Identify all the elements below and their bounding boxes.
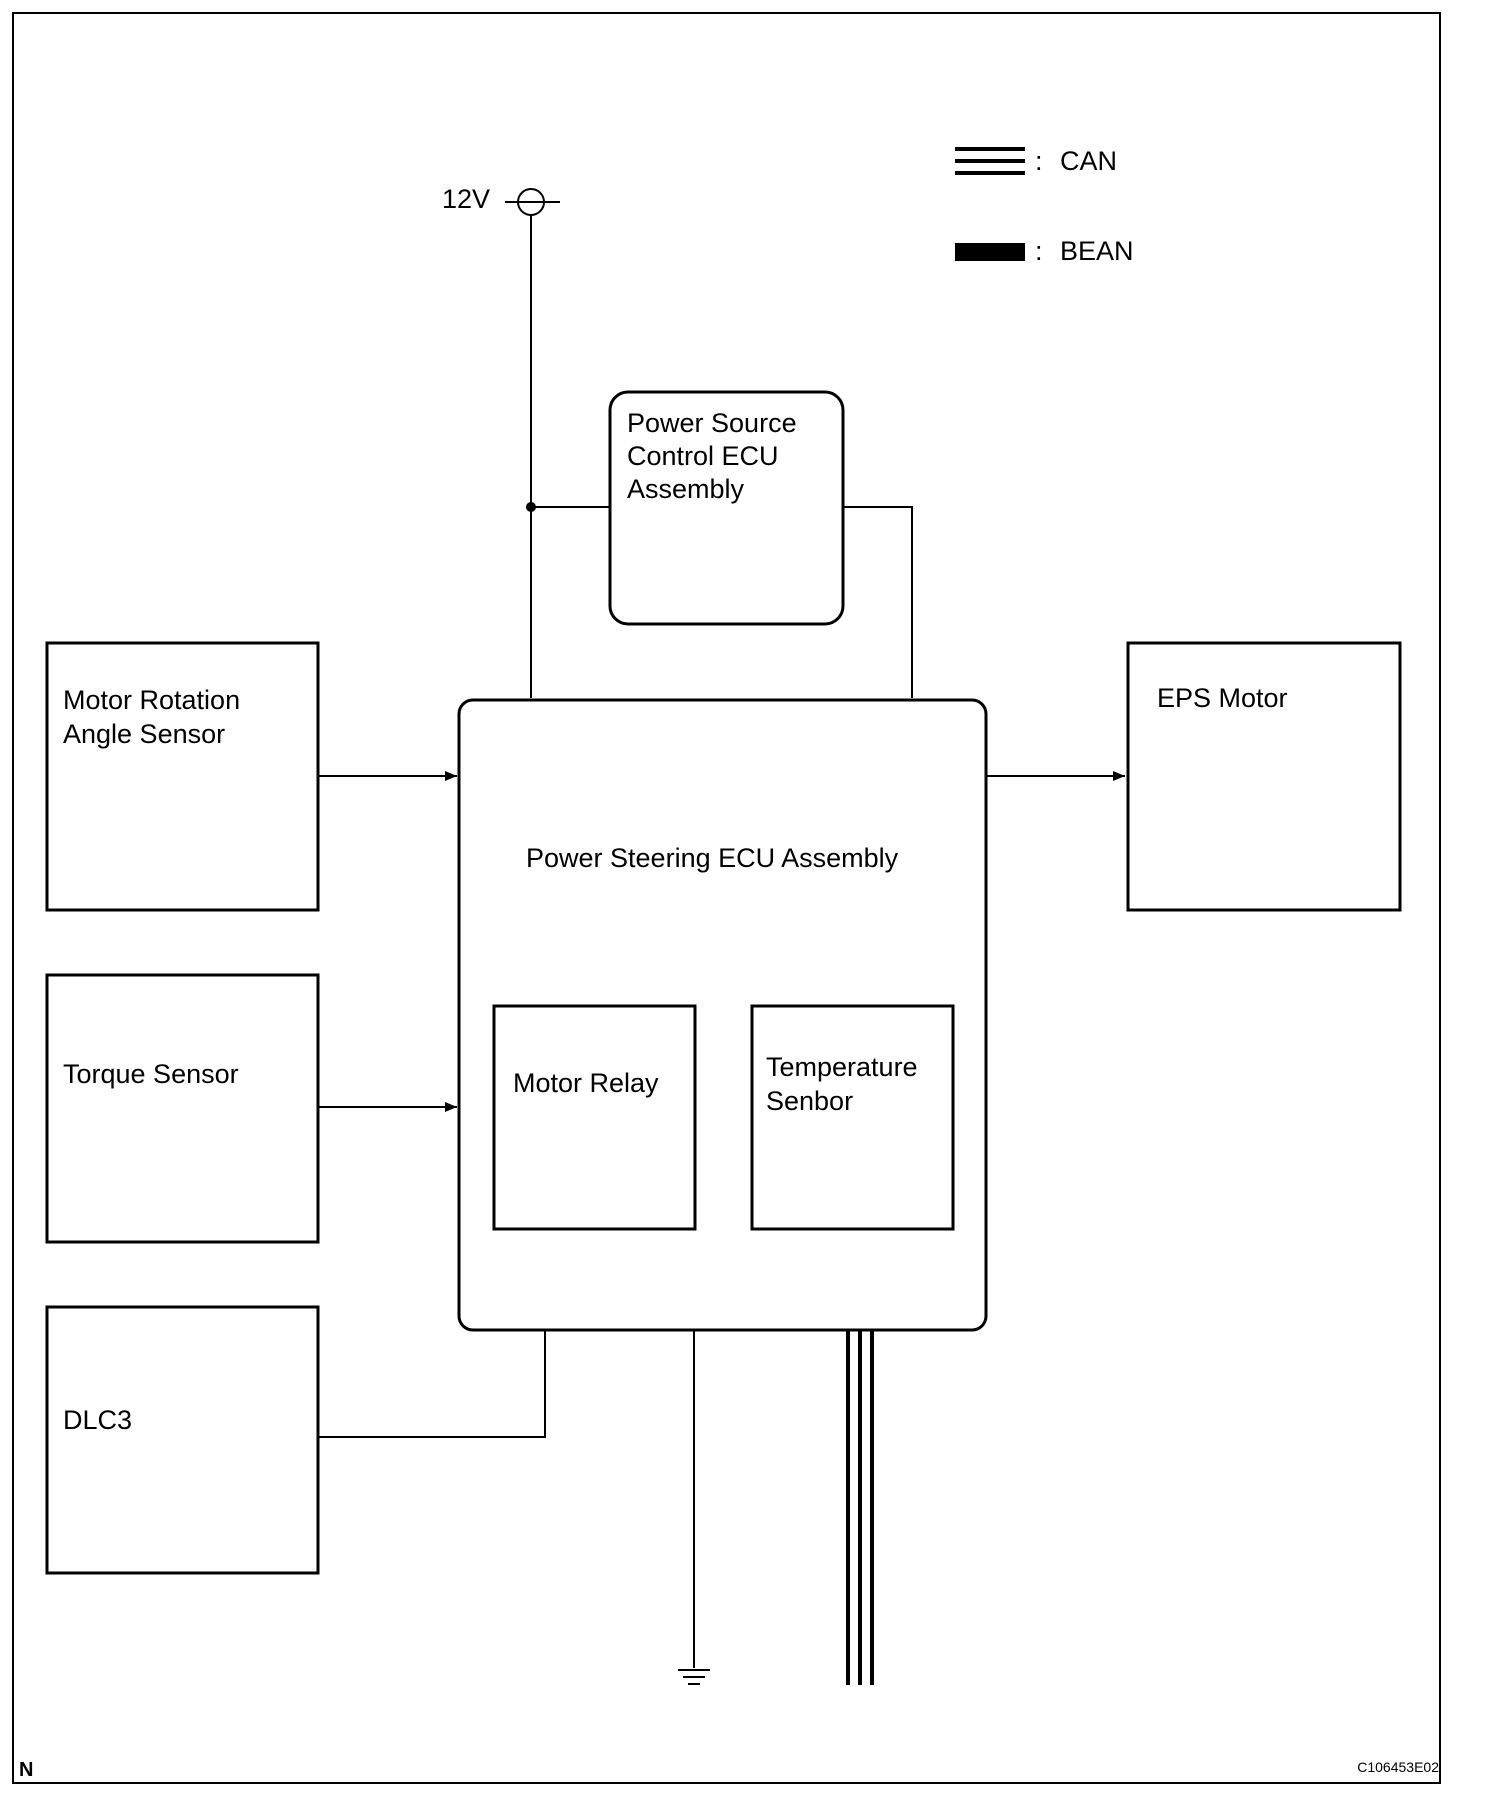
bean-legend-label: BEAN	[1060, 236, 1134, 266]
power-source-ecu-label-line3: Assembly	[627, 474, 745, 504]
power-source-12v: 12V	[442, 184, 560, 216]
ground-icon	[678, 1669, 710, 1685]
power-steering-ecu-label: Power Steering ECU Assembly	[526, 843, 899, 873]
power-source-control-ecu-box: Power Source Control ECU Assembly	[608, 390, 845, 626]
bean-line-symbol	[955, 243, 1025, 261]
torque-sensor-box: Torque Sensor	[45, 973, 320, 1244]
corner-mark: N	[19, 1759, 33, 1781]
temperature-sensor-box: Temperature Senbor	[750, 1004, 955, 1231]
eps-motor-box: EPS Motor	[1126, 641, 1402, 912]
temperature-sensor-label-line1: Temperature	[766, 1052, 918, 1082]
source-ecu-to-steering-ecu-wire	[843, 506, 913, 698]
motor-rotation-angle-sensor-box: Motor Rotation Angle Sensor	[45, 641, 320, 912]
can-line-symbol	[955, 147, 1025, 175]
temperature-sensor-label-line2: Senbor	[766, 1086, 853, 1116]
power-source-ecu-label-line1: Power Source	[627, 408, 797, 438]
eps-motor-label: EPS Motor	[1157, 683, 1288, 713]
legend: : CAN : BEAN	[955, 146, 1134, 266]
motor-relay-label: Motor Relay	[513, 1068, 659, 1098]
motor-rotation-sensor-label-line2: Angle Sensor	[63, 719, 225, 749]
torque-sensor-label: Torque Sensor	[63, 1059, 239, 1089]
motor-rotation-sensor-label-line1: Motor Rotation	[63, 685, 240, 715]
can-bus-lines	[846, 1330, 874, 1685]
diagram-frame	[12, 12, 1441, 1784]
figure-code: C106453E02	[1357, 1759, 1439, 1775]
dlc3-label: DLC3	[63, 1405, 132, 1435]
dlc3-wire	[318, 1330, 546, 1438]
power-source-ecu-label-line2: Control ECU	[627, 441, 779, 471]
can-legend-separator: :	[1035, 146, 1043, 176]
power-label: 12V	[442, 184, 490, 214]
can-legend-label: CAN	[1060, 146, 1117, 176]
motor-relay-box: Motor Relay	[492, 1004, 697, 1231]
bean-legend-separator: :	[1035, 236, 1043, 266]
dlc3-box: DLC3	[45, 1305, 320, 1575]
